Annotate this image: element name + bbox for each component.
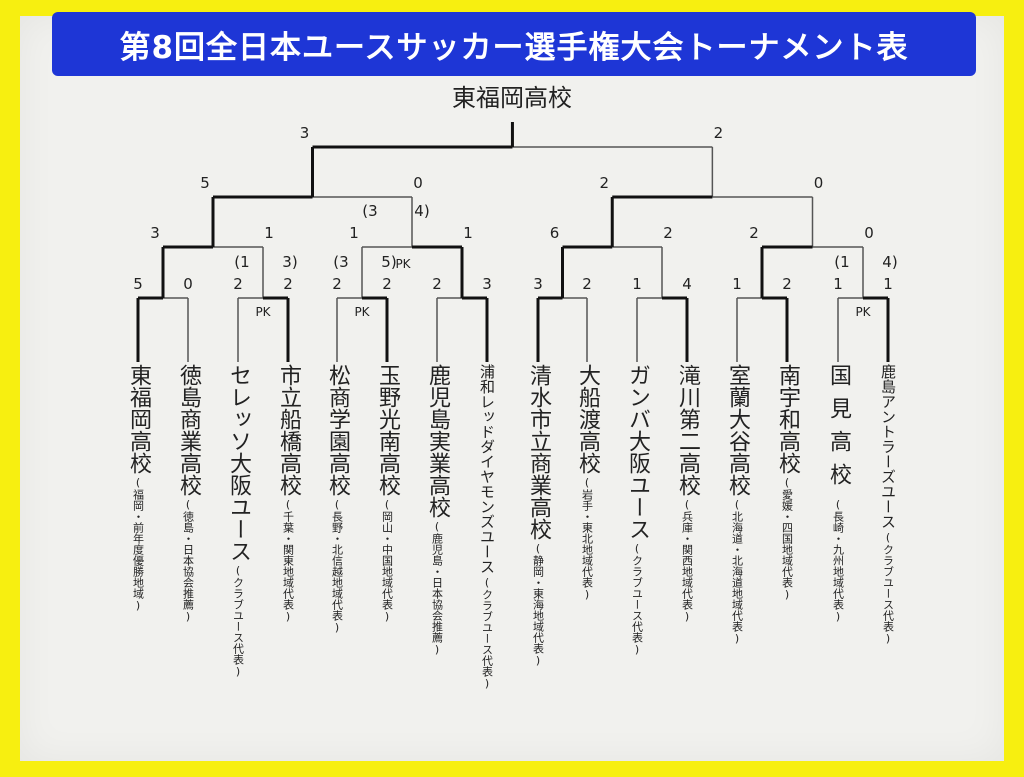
team-region: (鹿児島・日本協会推薦) [430, 520, 444, 656]
score-label: 0 [864, 224, 874, 242]
score-label: 3 [533, 275, 543, 293]
score-label: 2 [714, 124, 724, 142]
team-entry: 国見高校 (長崎・九州地域代表) [818, 364, 858, 623]
score-label: 2 [582, 275, 592, 293]
score-label: 5 [200, 174, 210, 192]
team-region: (クラブユース代表) [630, 542, 644, 656]
champion-label: 東福岡高校 [452, 84, 572, 112]
pk-label: PK [855, 305, 871, 319]
score-label: 2 [663, 224, 673, 242]
score-label: 2 [283, 275, 293, 293]
team-name: 国見高校 [826, 364, 851, 496]
team-name: 徳島商業高校 [176, 364, 201, 496]
team-name: 大船渡高校 [575, 364, 600, 474]
team-name: 市立船橋高校 [276, 364, 301, 496]
team-entry: 徳島商業高校 (徳島・日本協会推薦) [168, 364, 208, 623]
team-entry: 松商学園高校 (長野・北信越地域代表) [317, 364, 357, 634]
pk-label: PK [255, 305, 271, 319]
team-name: ガンバ大阪ユース [625, 364, 650, 540]
score-label: 2 [432, 275, 442, 293]
score-label: 2 [233, 275, 243, 293]
pk-label: PK [395, 257, 411, 271]
team-region: (クラブユース代表) [231, 564, 245, 678]
team-name: 室蘭大谷高校 [725, 364, 750, 496]
pk-score-label: 5) [381, 253, 396, 271]
team-entry: 玉野光南高校 (岡山・中国地域代表) [367, 364, 407, 623]
team-region: (岩手・東北地域代表) [580, 476, 594, 601]
score-label: 1 [732, 275, 742, 293]
pk-score-label: (3 [362, 202, 377, 220]
score-label: 0 [413, 174, 423, 192]
score-label: 2 [332, 275, 342, 293]
pk-score-label: 4) [882, 253, 897, 271]
score-label: 2 [382, 275, 392, 293]
team-region: (クラブユース代表) [881, 531, 895, 645]
team-name: 鹿児島実業高校 [425, 364, 450, 518]
pk-score-label: (3 [333, 253, 348, 271]
team-region: (千葉・関東地域代表) [281, 498, 295, 623]
team-entry: 大船渡高校 (岩手・東北地域代表) [567, 364, 607, 601]
score-label: 1 [349, 224, 359, 242]
team-region: (徳島・日本協会推薦) [181, 498, 195, 623]
team-name: 松商学園高校 [325, 364, 350, 496]
pk-score-label: 3) [282, 253, 297, 271]
team-region: (兵庫・関西地域代表) [680, 498, 694, 623]
page-title: 第8回全日本ユースサッカー選手権大会トーナメント表 [52, 12, 976, 76]
score-label: 1 [833, 275, 843, 293]
score-label: 3 [482, 275, 492, 293]
score-label: 0 [183, 275, 193, 293]
team-name: 南宇和高校 [775, 364, 800, 474]
score-label: 6 [550, 224, 560, 242]
pk-score-label: (1 [834, 253, 849, 271]
pk-score-label: (1 [234, 253, 249, 271]
score-label: 2 [782, 275, 792, 293]
score-label: 1 [463, 224, 473, 242]
score-label: 0 [814, 174, 824, 192]
score-label: 5 [133, 275, 143, 293]
team-region: (長野・北信越地域代表) [330, 498, 344, 634]
team-name: 浦和レッドダイヤモンズユース [478, 364, 496, 574]
score-label: 1 [632, 275, 642, 293]
score-label: 3 [300, 124, 310, 142]
pk-score-label: 4) [414, 202, 429, 220]
score-label: 2 [749, 224, 759, 242]
score-label: 1 [883, 275, 893, 293]
team-entry: セレッソ大阪ユース (クラブユース代表) [218, 364, 258, 678]
team-region: (愛媛・四国地域代表) [780, 476, 794, 601]
score-label: 1 [264, 224, 274, 242]
team-name: 玉野光南高校 [375, 364, 400, 496]
team-region: (クラブユース代表) [480, 576, 494, 690]
team-entry: 鹿島アントラーズユース (クラブユース代表) [868, 364, 908, 645]
team-name: 清水市立商業高校 [526, 364, 551, 540]
team-name: 滝川第二高校 [675, 364, 700, 496]
team-entry: 滝川第二高校 (兵庫・関西地域代表) [667, 364, 707, 623]
team-region: (福岡・前年度優勝地域) [131, 476, 145, 612]
score-label: 2 [599, 174, 609, 192]
team-region: (長崎・九州地域代表) [831, 498, 845, 623]
team-region: (静岡・東海地域代表) [531, 542, 545, 667]
team-entry: 室蘭大谷高校 (北海道・北海道地域代表) [717, 364, 757, 645]
team-entry: 鹿児島実業高校 (鹿児島・日本協会推薦) [417, 364, 457, 656]
team-name: セレッソ大阪ユース [226, 364, 251, 562]
team-region: (北海道・北海道地域代表) [730, 498, 744, 645]
team-entry: 市立船橋高校 (千葉・関東地域代表) [268, 364, 308, 623]
score-label: 3 [150, 224, 160, 242]
team-entry: 浦和レッドダイヤモンズユース (クラブユース代表) [467, 364, 507, 690]
pk-label: PK [354, 305, 370, 319]
team-name: 鹿島アントラーズユース [879, 364, 897, 529]
team-region: (岡山・中国地域代表) [380, 498, 394, 623]
team-entry: 南宇和高校 (愛媛・四国地域代表) [767, 364, 807, 601]
team-name: 東福岡高校 [126, 364, 151, 474]
team-entry: 東福岡高校 (福岡・前年度優勝地域) [118, 364, 158, 612]
team-entry: 清水市立商業高校 (静岡・東海地域代表) [518, 364, 558, 667]
score-label: 4 [682, 275, 692, 293]
team-entry: ガンバ大阪ユース (クラブユース代表) [617, 364, 657, 656]
